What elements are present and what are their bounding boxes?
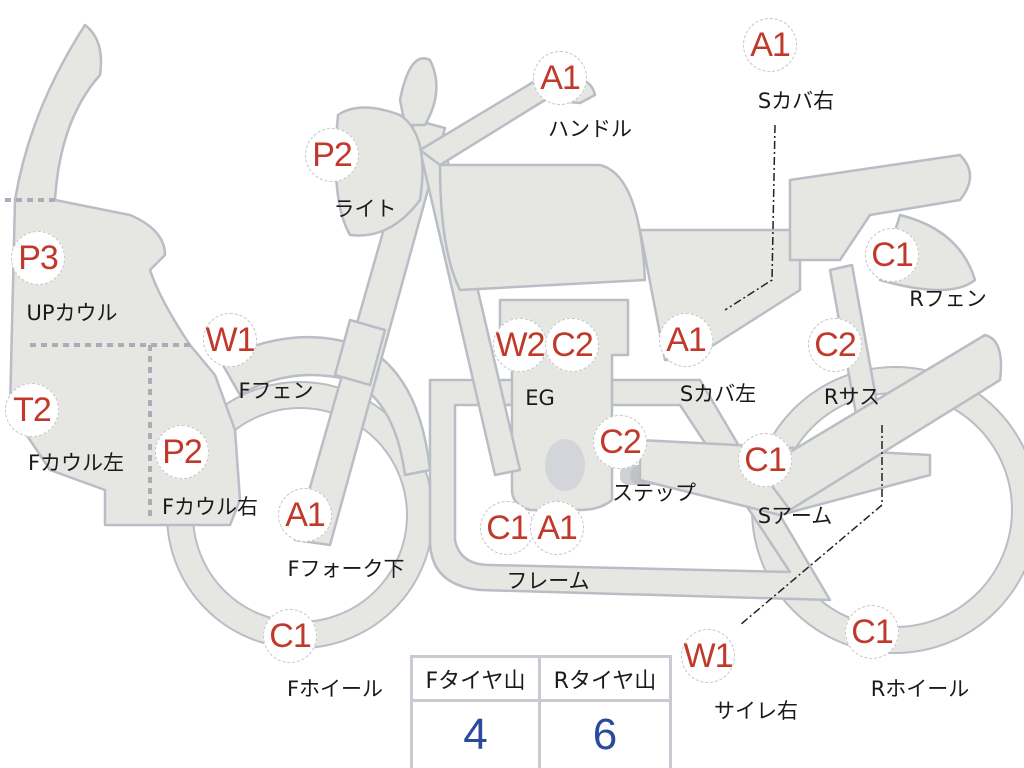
- condition-badge: C2: [593, 415, 647, 469]
- part-label: Rホイール: [870, 677, 970, 701]
- front-tire-value: 4: [413, 702, 541, 768]
- tire-tread-table: Fタイヤ山 Rタイヤ山 4 6: [410, 655, 672, 768]
- upper-cowl: [8, 23, 242, 527]
- seat: [788, 153, 972, 262]
- part-label: ライト: [333, 197, 397, 221]
- condition-badge: A1: [659, 313, 713, 367]
- leader-line: [724, 124, 776, 311]
- muffler: [758, 333, 1003, 512]
- fork-guard: [333, 318, 387, 387]
- part-label: サイレ右: [714, 699, 798, 723]
- rear-tire-header: Rタイヤ山: [541, 658, 669, 702]
- part-label: Sカバ右: [757, 89, 835, 113]
- condition-badge: T2: [5, 383, 59, 437]
- part-label: Fフォーク下: [287, 557, 405, 581]
- condition-badge: W1: [203, 313, 257, 367]
- cowl-seam-lines: [5, 198, 190, 520]
- condition-badge: C1: [865, 228, 919, 282]
- condition-badge: P2: [155, 425, 209, 479]
- condition-badge: C1: [845, 605, 899, 659]
- condition-badge: W2: [493, 318, 547, 372]
- part-label: Rサス: [823, 385, 881, 409]
- part-label: Fカウル左: [27, 451, 125, 475]
- part-label: Fカウル右: [161, 495, 259, 519]
- part-label: Rフェン: [909, 287, 987, 311]
- mirror: [398, 57, 438, 127]
- condition-badge: A1: [530, 501, 584, 555]
- frame: [428, 378, 832, 602]
- part-label: フレーム: [506, 569, 590, 593]
- condition-badge: A1: [743, 18, 797, 72]
- part-label: Fホイール: [286, 677, 384, 701]
- part-label: ハンドル: [548, 117, 632, 141]
- condition-badge: P2: [305, 128, 359, 182]
- condition-badge: C2: [808, 318, 862, 372]
- part-label: UPカウル: [26, 301, 118, 325]
- condition-badge: A1: [533, 51, 587, 105]
- part-label: EG: [525, 386, 555, 410]
- fuel-tank: [438, 163, 647, 292]
- front-tire-header: Fタイヤ山: [413, 658, 541, 702]
- part-label: ステップ: [612, 481, 696, 505]
- condition-badge: A1: [278, 488, 332, 542]
- part-label: Sアーム: [757, 504, 833, 528]
- headlight: [334, 106, 424, 237]
- condition-badge: P3: [11, 231, 65, 285]
- condition-badge: C2: [545, 318, 599, 372]
- leader-line: [739, 425, 883, 626]
- condition-badge: C1: [738, 433, 792, 487]
- engine-cover: [545, 439, 585, 491]
- condition-badge: W1: [681, 629, 735, 683]
- rear-tire-value: 6: [592, 710, 618, 759]
- condition-badge: C1: [480, 501, 534, 555]
- part-label: Fフェン: [238, 379, 314, 403]
- condition-badge: C1: [263, 609, 317, 663]
- part-label: Sカバ左: [679, 382, 757, 406]
